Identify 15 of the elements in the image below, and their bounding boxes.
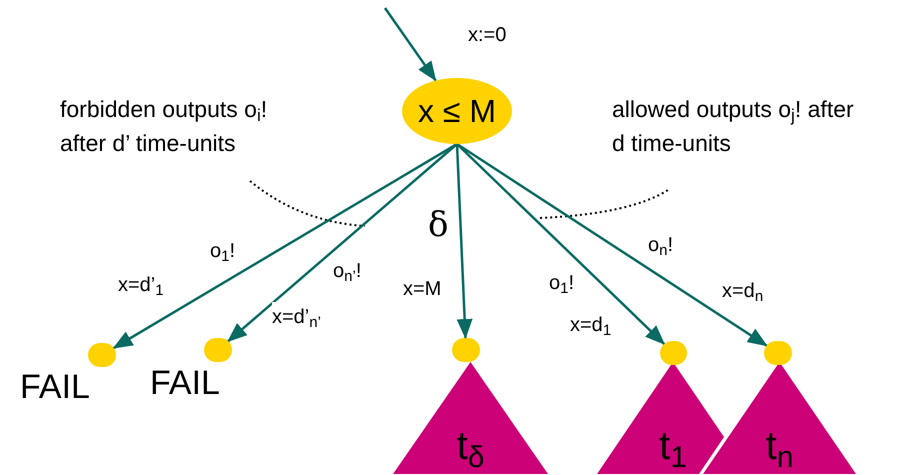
- transition-arrow: [227, 143, 458, 342]
- transition-arrow: [456, 143, 666, 346]
- subtree-triangle: [703, 362, 856, 474]
- invariant-text: x ≤ M: [418, 92, 496, 131]
- subtree-triangle: [393, 362, 548, 474]
- subtree-triangle: [597, 362, 725, 474]
- transition-arrow: [112, 142, 458, 350]
- transition-arrow: [384, 7, 437, 82]
- transition-arrow: [456, 142, 768, 347]
- subtree-label: t$_{1}$: [659, 426, 687, 466]
- subtree-label: t$_{δ}$: [456, 426, 484, 466]
- subtree-label: t$_{n}$: [766, 426, 794, 466]
- transition-arrow: [456, 144, 473, 339]
- fail-label: FAIL: [150, 366, 220, 400]
- fail-label: FAIL: [20, 370, 90, 404]
